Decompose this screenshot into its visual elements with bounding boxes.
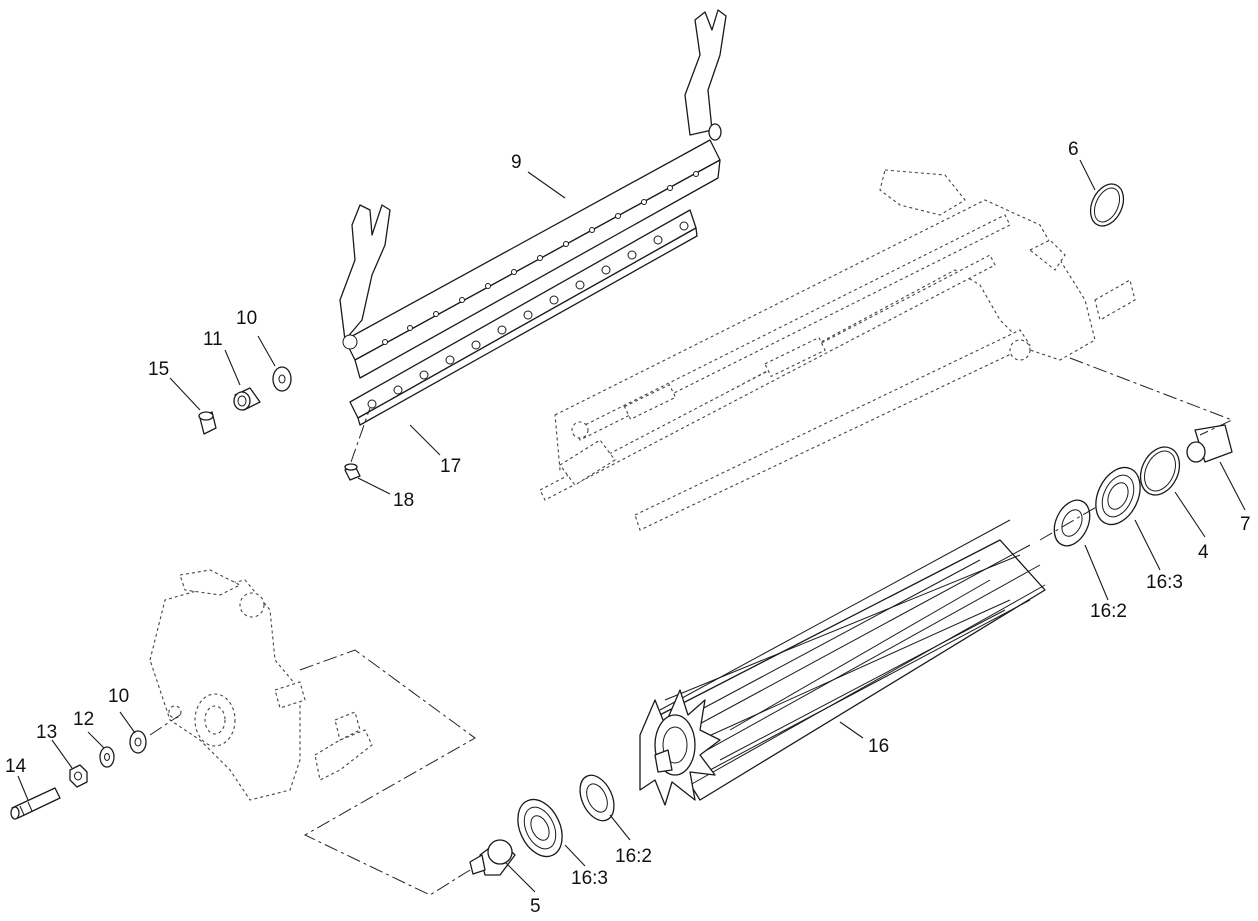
part-16-2-seal-upper — [1039, 499, 1099, 547]
callout-16-3-lower: 16:3 — [571, 868, 608, 889]
part-17-plate — [349, 209, 698, 426]
part-16-reel — [639, 519, 1046, 806]
part-4-ring — [1139, 446, 1181, 496]
callout-16-3-upper: 16:3 — [1146, 572, 1183, 593]
callout-12: 12 — [73, 709, 94, 730]
part-10-washer-upper — [272, 366, 292, 392]
callout-9: 9 — [511, 152, 522, 173]
callout-6: 6 — [1068, 139, 1079, 160]
part-5-fitting — [469, 839, 516, 876]
part-11-bushing — [233, 387, 261, 411]
part-6-oring — [1089, 183, 1125, 227]
side-plate-housing — [149, 569, 476, 896]
bracket-holes — [382, 171, 699, 345]
part-18-screw — [344, 407, 371, 481]
callout-14: 14 — [5, 756, 27, 777]
part-10-washer-lower — [129, 714, 181, 754]
part-12-washer — [99, 746, 115, 768]
reel-frame — [539, 169, 1136, 531]
part-9-bracket — [339, 9, 727, 379]
callout-16-2-upper: 16:2 — [1090, 601, 1127, 622]
callout-10-lower: 10 — [108, 686, 129, 707]
callout-10-upper: 10 — [236, 308, 257, 329]
plate-holes — [367, 221, 689, 409]
callout-15: 15 — [148, 359, 169, 380]
callout-5: 5 — [530, 896, 541, 917]
callout-11: 11 — [203, 329, 223, 350]
callout-18: 18 — [393, 490, 414, 511]
callouts: 9 6 10 11 15 17 18 7 4 16:3 16:2 16 10 1… — [5, 139, 1251, 917]
callout-13: 13 — [36, 722, 57, 743]
part-13-nut — [69, 764, 88, 788]
callout-16-2-lower: 16:2 — [615, 846, 652, 867]
callout-4: 4 — [1198, 542, 1209, 563]
part-16-2-seal-lower — [579, 774, 615, 822]
part-15-bolt — [198, 411, 217, 435]
callout-16: 16 — [868, 736, 889, 757]
callout-17: 17 — [440, 456, 461, 477]
part-7-fitting — [1069, 357, 1234, 463]
leader-lines — [17, 159, 1246, 893]
part-16-3-bearing-lower — [517, 798, 563, 858]
part-16-3-bearing-upper — [1095, 466, 1141, 526]
callout-7: 7 — [1240, 514, 1251, 535]
part-14-shaft — [10, 787, 61, 820]
